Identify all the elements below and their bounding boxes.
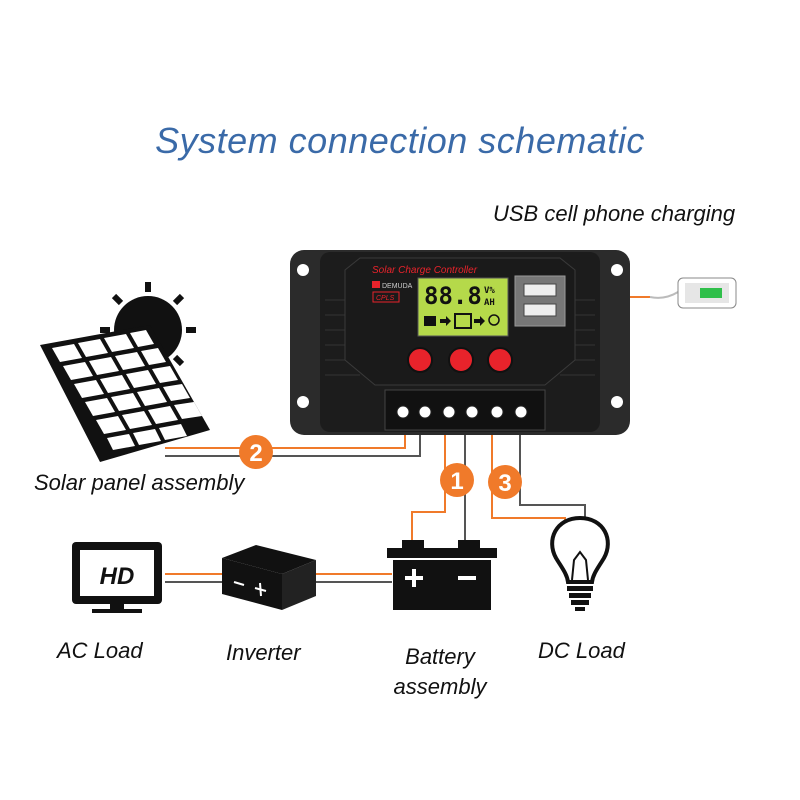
battery-label-line2: assembly: [393, 674, 487, 699]
terminal-screw: [442, 405, 456, 419]
tv-icon: HD: [72, 542, 162, 613]
up-button[interactable]: [448, 347, 474, 373]
down-button[interactable]: [487, 347, 513, 373]
lcd-digits: 88.8: [424, 282, 482, 310]
dc-load-label: DC Load: [538, 638, 625, 663]
wire-battery-orange: [411, 432, 446, 545]
solar-panel-label: Solar panel assembly: [34, 470, 245, 495]
battery-label: Battery assembly: [370, 642, 510, 702]
badge-1: 1: [440, 463, 474, 497]
lcd-unit-bottom: AH: [484, 298, 495, 308]
mount-hole: [611, 396, 623, 408]
lcd-unit-top: V%: [484, 286, 495, 296]
mount-hole: [297, 396, 309, 408]
phone-icon: [649, 277, 737, 309]
menu-button[interactable]: [407, 347, 433, 373]
mount-hole: [611, 264, 623, 276]
controller-heading: Solar Charge Controller: [372, 265, 478, 276]
lcd-arrow-icon: [474, 316, 485, 326]
badge-3: 3: [488, 465, 522, 499]
terminal-screw: [396, 405, 410, 419]
diagram-title: System connection schematic: [155, 120, 645, 161]
terminal-screw: [514, 405, 528, 419]
usb-port: [523, 303, 557, 317]
usb-charging-label: USB cell phone charging: [493, 201, 736, 226]
terminal-screw: [465, 405, 479, 419]
bulb-icon: [550, 515, 610, 611]
terminal-block: [384, 389, 546, 431]
battery-label-line1: Battery: [405, 644, 475, 669]
badge-3-text: 3: [498, 470, 511, 497]
lcd-battery-icon: [454, 313, 472, 329]
usb-port: [523, 283, 557, 297]
lcd-arrow-icon: [440, 316, 451, 326]
lcd-solar-icon: [424, 316, 436, 326]
battery-icon: [387, 540, 497, 610]
phone-battery-icon: [700, 288, 722, 298]
terminal-screw: [490, 405, 504, 419]
terminal-screw: [418, 405, 432, 419]
wire-dc-gray: [519, 432, 586, 530]
inverter-label: Inverter: [226, 640, 301, 665]
controller-model: CPLS: [376, 295, 395, 302]
lcd-display: 88.8 V% AH: [417, 277, 509, 337]
lcd-bulb-icon: [488, 314, 500, 326]
ac-load-label: AC Load: [57, 638, 143, 663]
controller-brand: DEMUDA: [382, 283, 413, 290]
badge-2-text: 2: [249, 440, 262, 467]
badge-1-text: 1: [450, 468, 463, 495]
solar-panel-icon: [40, 282, 210, 462]
inverter-icon: [222, 545, 316, 610]
mount-hole: [297, 264, 309, 276]
usb-port-block: [514, 275, 566, 327]
tv-hd-text: HD: [100, 563, 135, 590]
badge-2: 2: [239, 435, 273, 469]
charge-controller: Solar Charge Controller DEMUDA CPLS 88.8…: [290, 250, 630, 435]
